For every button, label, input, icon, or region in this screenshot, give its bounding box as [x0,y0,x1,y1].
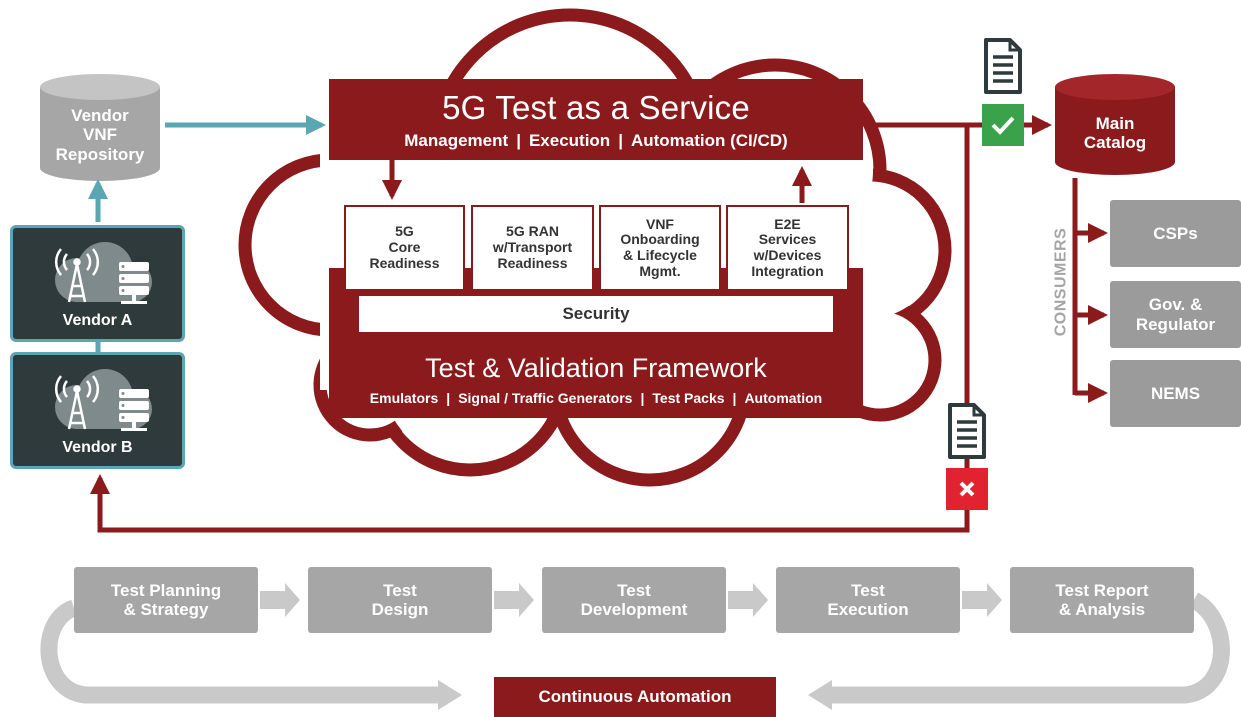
stage-test-report[interactable]: Test Report & Analysis [1010,567,1194,633]
vendor-b-label: Vendor B [62,439,133,456]
framework-items: Emulators | Signal / Traffic Generators | Te… [370,390,822,406]
vendor-repository-label: Vendor VNF Repository [55,106,145,164]
framework-title: Test & Validation Framework [425,352,767,383]
consumers-label-wrap: CONSUMERS [1006,228,1116,337]
vendor-a-label: Vendor A [62,312,133,329]
test-area-ran[interactable]: 5G RAN w/Transport Readiness [471,205,594,291]
continuous-automation-banner[interactable]: Continuous Automation [494,677,776,717]
document-icon [984,38,1022,94]
stage-test-execution[interactable]: Test Execution [776,567,960,633]
test-area-core[interactable]: 5G Core Readiness [344,205,465,291]
server-icon [119,262,149,304]
main-catalog-cylinder [1055,74,1175,175]
taas-header[interactable]: 5G Test as a Service Management | Executio… [329,79,863,160]
document-icon [948,403,986,459]
framework-item-test-packs: Test Packs [652,389,725,406]
framework-item-emulators: Emulators [369,389,439,406]
check-icon [982,104,1024,146]
stage-test-design[interactable]: Test Design [308,567,492,633]
taas-subtitle: Management | Execution | Automation (CI/CD) [404,131,787,151]
separator: | [618,130,623,150]
taas-subtitle-automation: Automation (CI/CD) [630,130,788,150]
continuous-loop [40,592,1230,704]
taas-subtitle-execution: Execution [528,130,611,150]
vendor-a-illustration [54,242,152,304]
taas-subtitle-management: Management [404,130,509,150]
stage-test-planning[interactable]: Test Planning & Strategy [74,567,258,633]
cross-icon [946,468,988,510]
framework-block [329,268,863,418]
main-catalog-label: Main Catalog [1083,113,1147,152]
vendor-a-card[interactable]: Vendor A [10,225,185,342]
separator: | [732,389,737,406]
separator: | [516,130,521,150]
test-area-vnf[interactable]: VNF Onboarding & Lifecycle Mgmt. [599,205,721,291]
security-bar[interactable]: Security [359,296,833,332]
framework-item-generators: Signal / Traffic Generators [458,389,633,406]
cell-tower-icon [54,375,100,430]
vendor-b-illustration [54,369,152,431]
separator: | [446,389,451,406]
vendor-b-card[interactable]: Vendor B [10,352,185,469]
framework-content: Test & Validation Framework Emulators | Si… [329,340,863,418]
reject-feedback-line [90,125,970,533]
consumers-label: CONSUMERS [1051,227,1069,337]
lifecycle-arrows [260,583,1002,617]
consumer-gov-regulator[interactable]: Gov. & Regulator [1110,281,1241,348]
framework-item-automation: Automation [744,389,823,406]
server-icon [119,389,149,431]
cell-tower-icon [54,248,100,303]
consumer-csps[interactable]: CSPs [1110,200,1241,267]
separator: | [640,389,645,406]
test-area-e2e[interactable]: E2E Services w/Devices Integration [726,205,849,291]
taas-title: 5G Test as a Service [442,88,750,126]
consumer-nems[interactable]: NEMS [1110,360,1241,427]
stage-test-development[interactable]: Test Development [542,567,726,633]
vendor-repository-cylinder [40,74,160,181]
